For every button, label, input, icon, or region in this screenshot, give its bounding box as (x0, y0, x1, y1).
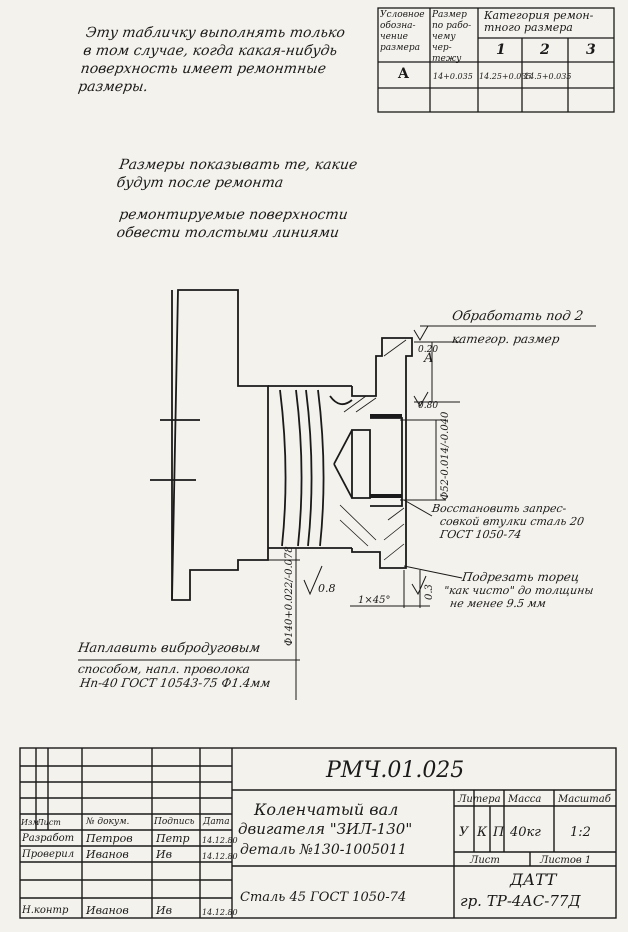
row-role: Проверил (22, 849, 75, 860)
row-date: 14.12.80 (202, 836, 238, 845)
row-role: Разработ (22, 833, 75, 844)
callout-weld-2: способом, напл. проволока (77, 662, 251, 676)
bore-dimension: Ф52-0.014/-0.040 (440, 411, 451, 500)
roughness-top-label: 0.20 (418, 345, 438, 355)
row-date: 14.12.80 (202, 908, 238, 917)
roughness-mid-label: 0.80 (418, 401, 438, 411)
mass-value: 40кг (510, 825, 541, 840)
roughness-08-label: 0.8 (318, 582, 336, 595)
row-sign: Петр (156, 832, 190, 845)
row-role: Н.контр (22, 905, 69, 916)
hdr-letter: Литера (458, 794, 501, 805)
chamfer-label: 1×45° (358, 595, 390, 606)
sheets-label: Листов 1 (540, 855, 592, 866)
scale-value: 1:2 (570, 825, 591, 840)
part-name-line2: двигателя "ЗИЛ-130" (238, 820, 413, 838)
table-row-cat1: 14.25+0.035 (479, 72, 532, 81)
hdr-sign: Подпись (154, 817, 195, 827)
repair-table-note: Эту табличку выполнять только в том случ… (77, 25, 346, 95)
sheet-label: Лист (470, 855, 500, 866)
dim-a-label: A (423, 351, 433, 366)
row-sign: Ив (156, 848, 172, 861)
callout-trim-3: не менее 9.5 мм (449, 597, 547, 610)
hdr-docno: № докум. (86, 817, 130, 827)
hdr-mass: Масса (508, 794, 542, 805)
letter-3: П (493, 825, 505, 840)
row-sign: Ив (156, 904, 172, 917)
table-header-drawing-size: Размер по рабо- чему чер- тежу (432, 10, 472, 64)
callout-machine: Обработать под 2 (451, 309, 585, 324)
hdr-date: Дата (203, 817, 230, 827)
callout-restore-2: совкой втулки сталь 20 (439, 515, 585, 528)
hdr-scale: Масштаб (558, 794, 611, 805)
row-name: Иванов (86, 904, 129, 917)
row-name: Петров (86, 832, 133, 845)
roughness-03-label: 0.3 (424, 584, 435, 600)
letter-1: У (459, 825, 469, 840)
bold-lines-note: ремонтируемые поверхности обвести толсты… (115, 207, 349, 241)
doc-number: РМЧ.01.025 (326, 758, 465, 783)
table-header-category: Категория ремон- тного размера (484, 9, 594, 34)
table-category-2: 2 (540, 42, 550, 58)
letter-2: К (477, 825, 488, 840)
part-name-line1: Коленчатый вал (254, 800, 399, 819)
table-row-designation: A (398, 66, 409, 82)
part-name-line3: деталь №130-1005011 (240, 842, 407, 858)
table-row-drawing-size: 14+0.035 (433, 72, 473, 81)
table-category-1: 1 (496, 42, 506, 58)
hdr-sheet: Лист (37, 818, 61, 827)
shaft-dimension: Ф140+0.022/-0.078 (284, 546, 295, 646)
callout-weld: Наплавить вибродуговым (77, 641, 262, 656)
hdr-change: Изм (21, 818, 39, 827)
callout-trim-2: "как чисто" до толщины (443, 584, 595, 597)
callout-restore-3: ГОСТ 1050-74 (439, 528, 523, 541)
row-name: Иванов (86, 848, 129, 861)
org-name: ДАТТ (510, 870, 557, 889)
callout-machine-2: категор. размер (451, 332, 561, 346)
section-hatching (339, 339, 407, 561)
table-row-cat2: 14.5+0.035 (524, 72, 572, 81)
sizes-note: Размеры показывать те, какие будут после… (115, 157, 359, 191)
table-category-3: 3 (586, 42, 596, 58)
table-header-designation: Условное обозна- чение размера (380, 10, 425, 53)
crankshaft-outline (150, 289, 413, 601)
callout-weld-3: Нп-40 ГОСТ 10543-75 Ф1.4мм (79, 676, 272, 690)
org-group: гр. ТР-4АС-77Д (460, 892, 581, 910)
bushing-bold (370, 414, 402, 498)
callout-restore: Восстановить запрес- (431, 502, 568, 515)
material: Сталь 45 ГОСТ 1050-74 (240, 890, 407, 905)
row-date: 14.12.80 (202, 852, 238, 861)
